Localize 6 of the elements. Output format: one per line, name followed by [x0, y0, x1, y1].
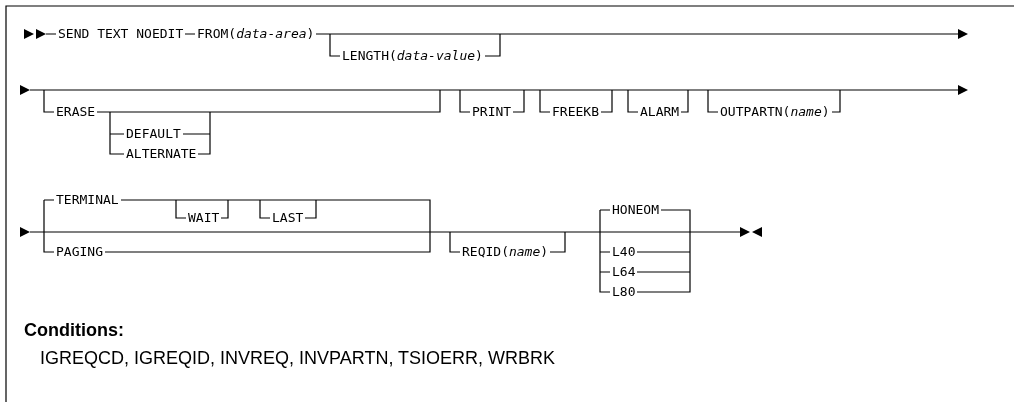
conditions-list: IGREQCD, IGREQID, INVREQ, INVPARTN, TSIOERR, WRBRK	[40, 348, 556, 368]
conditions-heading: Conditions:	[24, 320, 124, 340]
parameter: LENGTH(data-value)	[340, 48, 485, 64]
parameter: FROM(data-area)	[195, 26, 317, 42]
parameter: OUTPARTN(name)	[718, 104, 832, 120]
parameter: REQID(name)	[460, 244, 551, 260]
